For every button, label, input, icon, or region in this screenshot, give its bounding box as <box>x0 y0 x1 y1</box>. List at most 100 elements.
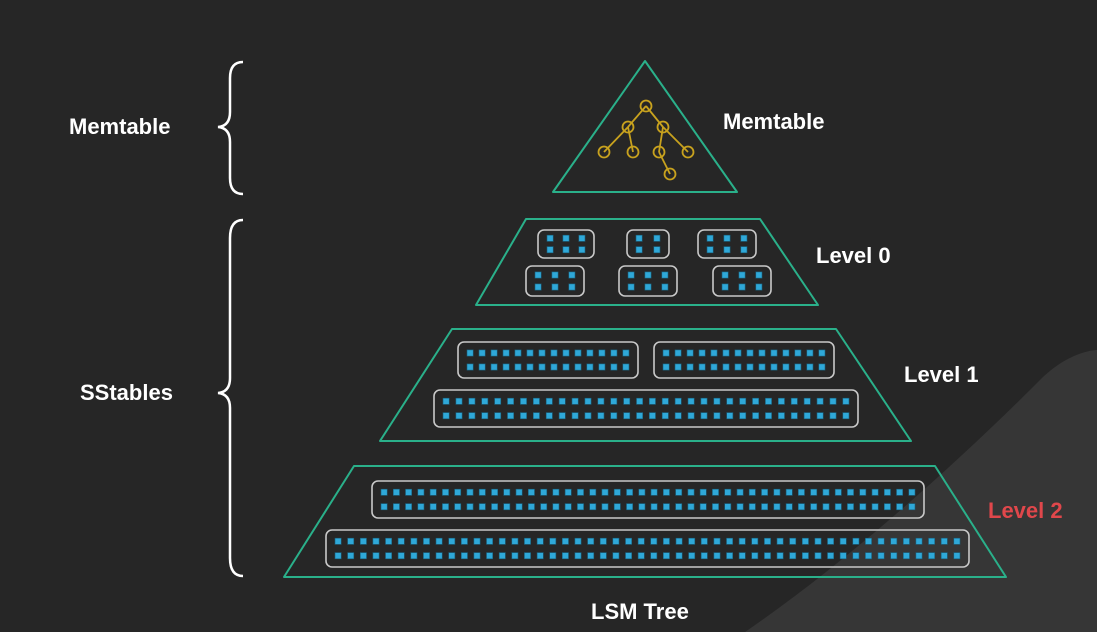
key-cell <box>765 412 772 420</box>
level2-layer-outline <box>283 465 1007 578</box>
key-cell <box>623 397 631 405</box>
key-cell <box>466 488 474 496</box>
key-cell <box>748 503 756 511</box>
key-cell <box>625 537 632 545</box>
key-cell <box>734 349 742 357</box>
level0-sstables <box>525 229 772 297</box>
key-cell <box>334 537 342 545</box>
key-cell <box>650 503 658 511</box>
key-cell <box>613 488 621 496</box>
key-cell <box>890 552 898 560</box>
key-cell <box>599 552 607 560</box>
sstable-block <box>537 229 595 259</box>
key-cell <box>847 503 854 511</box>
key-cell <box>514 349 522 357</box>
key-cell <box>503 503 511 511</box>
key-cell <box>675 503 683 511</box>
key-cell <box>794 349 802 357</box>
key-cell <box>687 503 695 511</box>
key-cell <box>648 397 656 405</box>
key-cell <box>577 488 584 496</box>
key-cell <box>883 503 891 511</box>
key-cell <box>650 537 658 545</box>
key-cell <box>770 363 778 371</box>
key-cell <box>561 552 569 560</box>
key-cell <box>883 488 891 496</box>
key-cell <box>527 488 535 496</box>
key-cell <box>520 397 527 405</box>
key-cell <box>710 349 718 357</box>
key-cell <box>686 363 694 371</box>
key-cell <box>574 537 582 545</box>
key-cell <box>940 537 948 545</box>
key-cell <box>928 537 935 545</box>
key-cell <box>847 488 854 496</box>
key-cell <box>545 397 553 405</box>
key-cell <box>397 552 405 560</box>
sstable-block <box>697 229 757 259</box>
key-cell <box>636 412 643 420</box>
key-cell <box>550 363 558 371</box>
key-cell <box>687 412 695 420</box>
key-cell <box>638 503 646 511</box>
key-cell <box>806 363 814 371</box>
key-cell <box>610 412 618 420</box>
key-cell <box>392 503 400 511</box>
key-cell <box>740 246 748 254</box>
key-cell <box>429 503 437 511</box>
key-cell <box>468 397 476 405</box>
key-cell <box>723 246 731 254</box>
key-cell <box>494 412 502 420</box>
key-cell <box>468 412 476 420</box>
key-cell <box>385 552 392 560</box>
key-cell <box>953 537 961 545</box>
key-cell <box>675 488 683 496</box>
key-cell <box>758 363 766 371</box>
key-cell <box>644 283 652 291</box>
key-cell <box>928 552 935 560</box>
key-cell <box>877 537 885 545</box>
key-cell <box>507 397 514 405</box>
sstable-block <box>618 265 678 297</box>
key-cell <box>442 488 449 496</box>
key-cell <box>574 552 582 560</box>
key-cell <box>953 552 961 560</box>
key-cell <box>818 363 826 371</box>
key-cell <box>405 503 412 511</box>
key-cell <box>700 537 708 545</box>
key-cell <box>455 412 463 420</box>
key-cell <box>347 552 355 560</box>
key-cell <box>797 488 805 496</box>
key-cell <box>626 503 633 511</box>
key-cell <box>740 234 748 242</box>
key-cell <box>712 503 719 511</box>
key-cell <box>890 537 898 545</box>
key-cell <box>834 503 842 511</box>
key-cell <box>726 552 733 560</box>
key-cell <box>561 537 569 545</box>
key-cell <box>782 363 790 371</box>
key-cell <box>751 552 759 560</box>
key-cell <box>625 552 632 560</box>
sstable-block <box>712 265 772 297</box>
key-cell <box>738 537 746 545</box>
key-cell <box>612 552 620 560</box>
key-cell <box>627 271 635 279</box>
key-cell <box>713 537 721 545</box>
sstable-block <box>371 480 925 519</box>
key-cell <box>738 271 746 279</box>
key-cell <box>478 349 486 357</box>
key-cell <box>829 412 837 420</box>
key-cell <box>915 537 923 545</box>
key-cell <box>739 412 747 420</box>
key-cell <box>571 397 579 405</box>
key-cell <box>773 488 781 496</box>
key-cell <box>902 537 910 545</box>
key-cell <box>653 246 661 254</box>
key-cell <box>486 552 493 560</box>
key-cell <box>776 537 784 545</box>
key-cell <box>915 552 923 560</box>
memtable-brace <box>217 60 244 196</box>
key-cell <box>877 552 885 560</box>
